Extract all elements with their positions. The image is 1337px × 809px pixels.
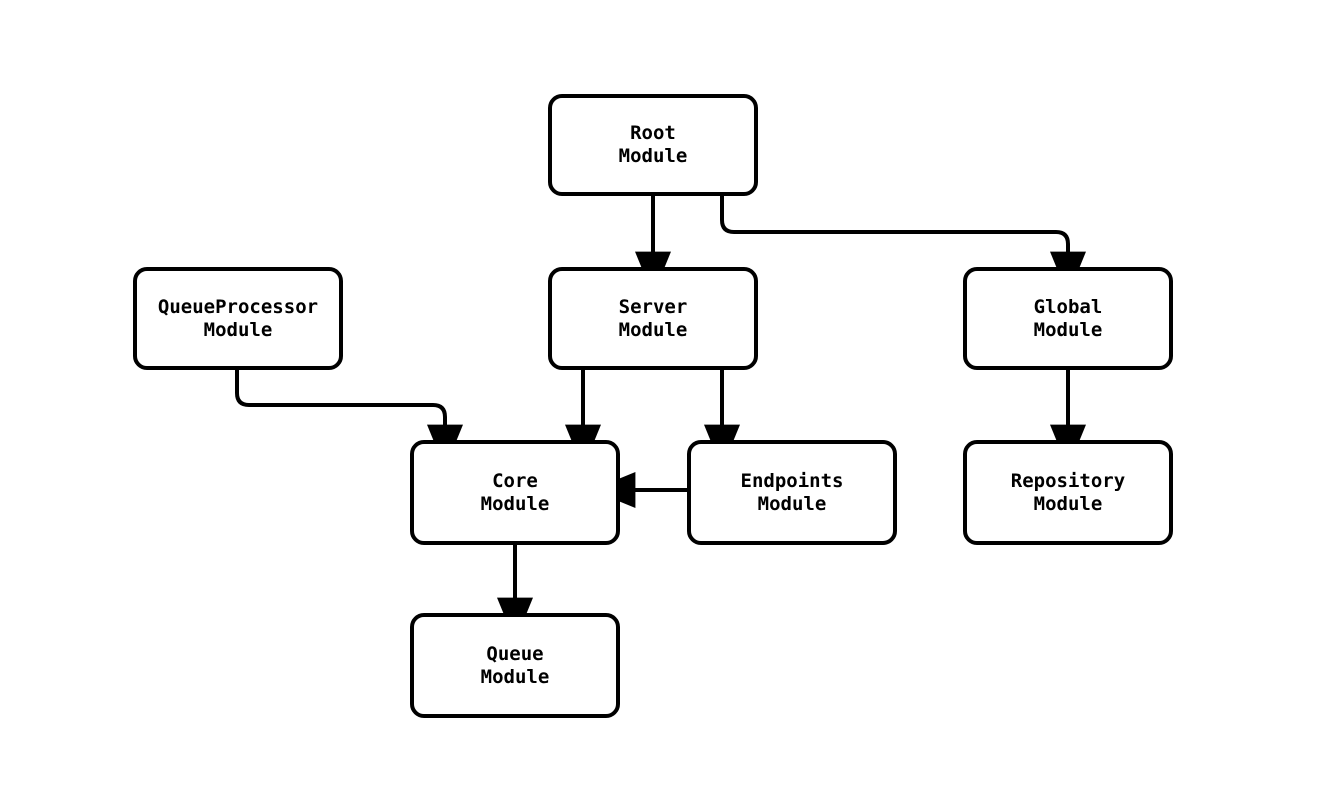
global-module-label-line2: Module xyxy=(1033,318,1103,341)
edge-root-to-global xyxy=(720,196,1086,296)
queue-module-label-line1: Queue xyxy=(486,642,544,665)
repository-module-label-line2: Module xyxy=(1033,492,1103,515)
queue-module-label-line2: Module xyxy=(480,665,550,688)
global-module-label-line1: Global xyxy=(1033,295,1103,318)
root-module-label-line1: Root xyxy=(630,122,676,144)
queueprocessor-module-label-line1: QueueProcessor xyxy=(157,295,319,318)
endpoints-module-label-line1: Endpoints xyxy=(740,469,844,492)
edge-queueprocessor-to-core xyxy=(235,370,463,469)
queue-module-node[interactable]: Queue Module xyxy=(410,613,620,718)
server-module-label-line2: Module xyxy=(618,318,688,341)
core-module-label-line1: Core xyxy=(492,469,538,492)
endpoints-module-label-line2: Module xyxy=(757,492,827,515)
queueprocessor-module-label-line2: Module xyxy=(203,318,273,341)
core-module-label-line2: Module xyxy=(480,492,550,515)
endpoints-module-node[interactable]: Endpoints Module xyxy=(687,440,897,545)
queueprocessor-module-node[interactable]: QueueProcessor Module xyxy=(133,267,343,370)
root-module-node[interactable]: Root Module xyxy=(548,94,758,196)
repository-module-label-line1: Repository xyxy=(1010,469,1126,492)
root-module-label-line2: Module xyxy=(618,145,688,167)
server-module-label-line1: Server xyxy=(618,295,688,318)
core-module-node[interactable]: Core Module xyxy=(410,440,620,545)
global-module-node[interactable]: Global Module xyxy=(963,267,1173,370)
repository-module-node[interactable]: Repository Module xyxy=(963,440,1173,545)
server-module-node[interactable]: Server Module xyxy=(548,267,758,370)
